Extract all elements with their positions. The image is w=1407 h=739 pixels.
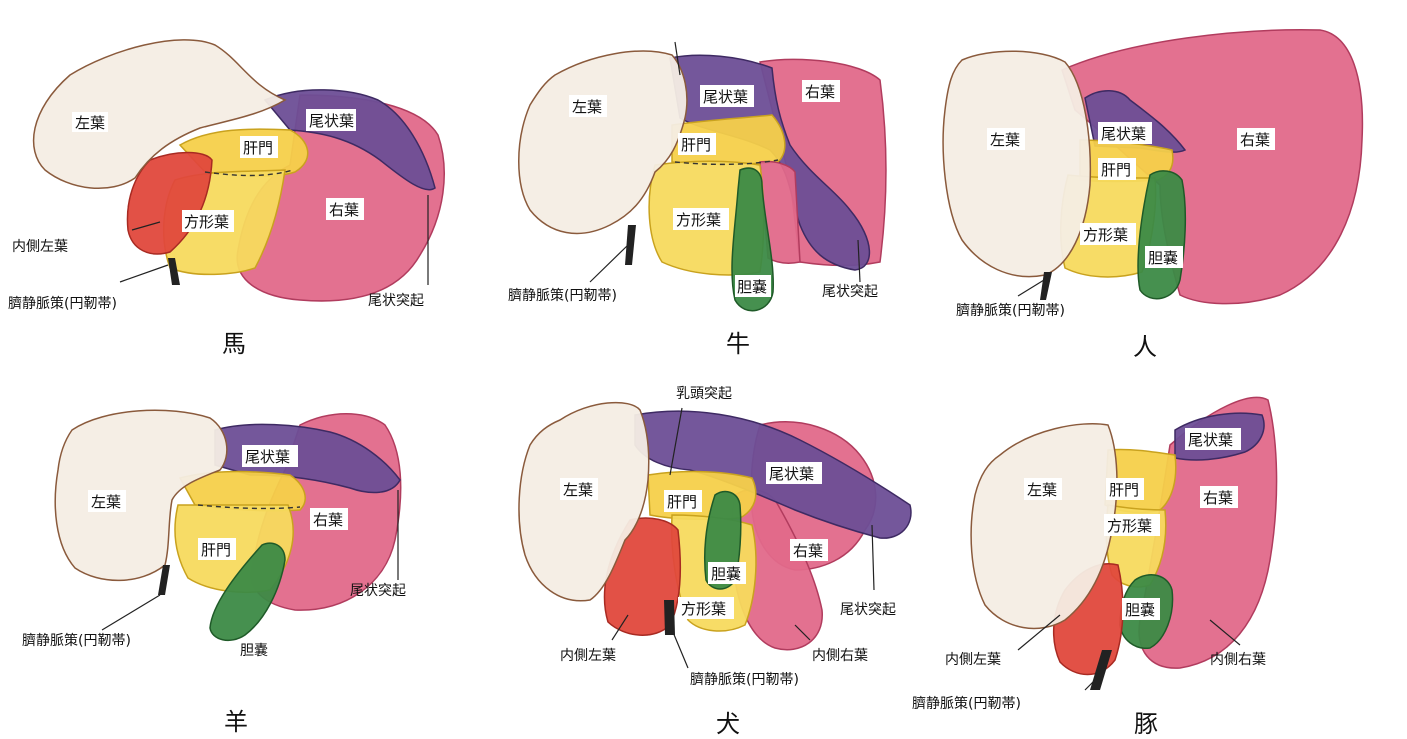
pig-left-lobe-label: 左葉 <box>1027 481 1057 499</box>
cow-caudate-lobe-label: 尾状葉 <box>703 88 748 106</box>
pig-ligament-label: 臍静脈策(円靭帯) <box>912 695 1021 712</box>
pig-hilum-label: 肝門 <box>1109 481 1139 499</box>
panel-pig: 尾状葉 左葉 肝門 右葉 方形葉 胆嚢 内側左葉 内側右葉 臍静脈策(円靭帯) … <box>912 397 1277 738</box>
human-left-lobe <box>943 51 1090 276</box>
human-hilum-label: 肝門 <box>1101 161 1131 179</box>
horse-caudate-lobe-label: 尾状葉 <box>309 112 354 130</box>
dog-caudate-lobe-label: 尾状葉 <box>769 465 814 483</box>
sheep-caudate-lobe-label: 尾状葉 <box>245 448 290 466</box>
cow-ligament-label: 臍静脈策(円靭帯) <box>508 287 617 304</box>
horse-caudate-process-label: 尾状突起 <box>368 293 424 309</box>
panel-human: 左葉 尾状葉 肝門 右葉 方形葉 胆嚢 臍静脈策(円靭帯) 人 <box>943 30 1362 361</box>
cow-quadrate-lobe-label: 方形葉 <box>676 211 721 229</box>
dog-caudate-process-label: 尾状突起 <box>840 602 896 618</box>
pig-caudate-lobe-label: 尾状葉 <box>1188 431 1233 449</box>
pig-right-lobe-label: 右葉 <box>1203 489 1233 507</box>
sheep-caudate-process-label: 尾状突起 <box>350 583 406 599</box>
sheep-right-lobe-label: 右葉 <box>313 511 343 529</box>
cow-right-lobe-label: 右葉 <box>805 83 835 101</box>
sheep-hilum-label: 肝門 <box>201 541 231 559</box>
sheep-gallbladder-label: 胆嚢 <box>240 643 268 659</box>
panel-title-pig: 豚 <box>1134 710 1158 738</box>
horse-medial-left-lobe-label: 内側左葉 <box>12 239 68 255</box>
dog-ligament <box>664 600 675 635</box>
human-ligament-label: 臍静脈策(円靭帯) <box>956 302 1065 319</box>
pig-medial-right-lobe-label: 内側右葉 <box>1210 652 1266 668</box>
panel-title-cow: 牛 <box>726 330 750 358</box>
human-right-lobe-label: 右葉 <box>1240 131 1270 149</box>
dog-gallbladder-label: 胆嚢 <box>711 565 741 583</box>
cow-caudate-process-label: 尾状突起 <box>822 284 878 300</box>
panel-title-sheep: 羊 <box>224 708 248 736</box>
sheep-leader-ligament <box>102 595 160 630</box>
panel-sheep: 左葉 尾状葉 右葉 肝門 尾状突起 臍静脈策(円靭帯) 胆嚢 羊 <box>22 410 406 736</box>
human-leader-ligament <box>1018 280 1044 296</box>
dog-leader-ligament <box>670 625 688 668</box>
pig-gallbladder-label: 胆嚢 <box>1125 601 1155 619</box>
sheep-left-lobe-label: 左葉 <box>91 493 121 511</box>
panel-title-horse: 馬 <box>222 330 246 358</box>
cow-leader-ligament <box>590 245 628 282</box>
pig-quadrate-lobe-label: 方形葉 <box>1107 517 1152 535</box>
human-caudate-lobe-label: 尾状葉 <box>1101 125 1146 143</box>
horse-leader-ligament <box>120 265 168 282</box>
dog-left-lobe-label: 左葉 <box>563 481 593 499</box>
human-left-lobe-label: 左葉 <box>990 131 1020 149</box>
horse-ligament-label: 臍静脈策(円靭帯) <box>8 295 117 312</box>
pig-medial-left-lobe-label: 内側左葉 <box>945 652 1001 668</box>
panel-title-dog: 犬 <box>716 710 740 738</box>
panel-dog: 乳頭突起 左葉 尾状葉 肝門 右葉 胆嚢 方形葉 尾状突起 内側左葉 内側右葉 … <box>519 386 911 738</box>
human-gallbladder-label: 胆嚢 <box>1148 249 1178 267</box>
cow-left-lobe-label: 左葉 <box>572 98 602 116</box>
dog-medial-right-lobe-label: 内側右葉 <box>812 648 868 664</box>
horse-hilum-label: 肝門 <box>243 139 273 157</box>
horse-left-lobe-label: 左葉 <box>75 114 105 132</box>
dog-hilum-label: 肝門 <box>667 493 697 511</box>
dog-medial-left-lobe-label: 内側左葉 <box>560 648 616 664</box>
panel-cow: 左葉 尾状葉 右葉 肝門 方形葉 胆嚢 臍静脈策(円靭帯) 尾状突起 牛 <box>508 42 886 358</box>
dog-ligament-label: 臍静脈策(円靭帯) <box>690 671 799 688</box>
horse-right-lobe-label: 右葉 <box>329 201 359 219</box>
dog-quadrate-lobe-label: 方形葉 <box>681 600 726 618</box>
horse-quadrate-lobe-label: 方形葉 <box>184 213 229 231</box>
sheep-ligament-label: 臍静脈策(円靭帯) <box>22 632 131 649</box>
cow-ligament <box>625 225 636 265</box>
panel-horse: 左葉 尾状葉 肝門 右葉 方形葉 内側左葉 臍静脈策(円靭帯) 尾状突起 馬 <box>8 40 444 358</box>
human-quadrate-lobe-label: 方形葉 <box>1083 226 1128 244</box>
cow-gallbladder-label: 胆嚢 <box>737 278 767 296</box>
dog-papillary-process-label: 乳頭突起 <box>676 386 732 402</box>
cow-hilum-label: 肝門 <box>681 136 711 154</box>
panel-title-human: 人 <box>1133 333 1157 361</box>
dog-right-lobe-label: 右葉 <box>793 542 823 560</box>
